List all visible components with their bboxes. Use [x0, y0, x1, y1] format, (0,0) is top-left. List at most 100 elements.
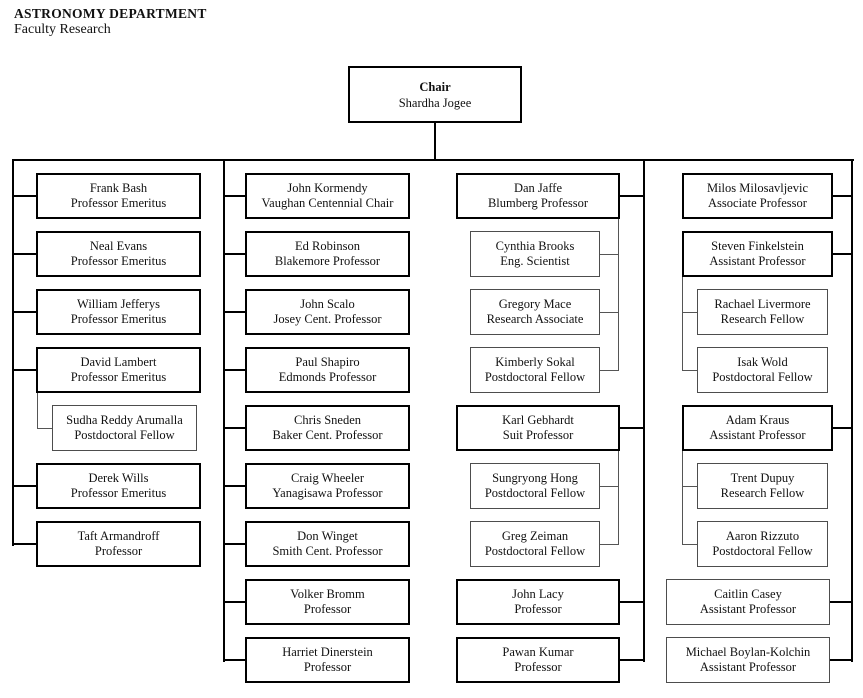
- person-name: John Scalo: [300, 296, 355, 311]
- connector-col4-spine: [851, 159, 853, 662]
- connector-stub: [12, 195, 36, 197]
- connector-stub: [223, 601, 245, 603]
- connector-stub: [223, 195, 245, 197]
- connector-child-stub: [600, 544, 618, 545]
- person-title: Baker Cent. Professor: [272, 428, 383, 442]
- person-title: Professor Emeritus: [70, 370, 167, 384]
- person-title: Postdoctoral Fellow: [712, 544, 813, 558]
- person-name: Aaron Rizzuto: [725, 528, 800, 543]
- person-name: Michael Boylan-Kolchin: [685, 644, 811, 659]
- connector-child-rail-jaffe: [618, 196, 619, 371]
- person-title: Postdoctoral Fellow: [484, 544, 586, 558]
- person-name: William Jefferys: [77, 296, 160, 311]
- org-box-paul-shapiro: Paul Shapiro Edmonds Professor: [245, 347, 410, 393]
- connector-child-rail-lambert: [37, 393, 38, 429]
- connector-child-stub: [600, 312, 618, 313]
- person-title: Professor Emeritus: [70, 486, 167, 500]
- connector-child-rail-gebhardt: [618, 428, 619, 545]
- org-box-frank-bash: Frank Bash Professor Emeritus: [36, 173, 201, 219]
- person-title: Blakemore Professor: [274, 254, 381, 268]
- connector-stub: [12, 369, 36, 371]
- person-title: Professor Emeritus: [70, 312, 167, 326]
- person-title: Chair: [419, 79, 451, 94]
- org-box-chair: Chair Shardha Jogee: [348, 66, 522, 123]
- person-title: Postdoctoral Fellow: [74, 428, 175, 442]
- connector-child-stub: [600, 370, 618, 371]
- connector-stub: [620, 659, 643, 661]
- connector-child-stub: [682, 544, 697, 545]
- org-box-cynthia-brooks: Cynthia Brooks Eng. Scientist: [470, 231, 600, 277]
- connector-stub: [12, 543, 36, 545]
- connector-col2-spine: [223, 159, 225, 662]
- person-name: Frank Bash: [89, 180, 148, 195]
- person-title: Suit Professor: [502, 428, 574, 442]
- org-box-greg-zeiman: Greg Zeiman Postdoctoral Fellow: [470, 521, 600, 567]
- connector-stub: [833, 253, 851, 255]
- person-title: Assistant Professor: [709, 254, 806, 268]
- person-title: Yanagisawa Professor: [272, 486, 383, 500]
- org-box-milos-milosavljevic: Milos Milosavljevic Associate Professor: [682, 173, 833, 219]
- person-name: Greg Zeiman: [501, 528, 569, 543]
- org-box-kimberly-sokal: Kimberly Sokal Postdoctoral Fellow: [470, 347, 600, 393]
- person-name: Isak Wold: [737, 354, 788, 369]
- person-name: Taft Armandroff: [77, 528, 160, 543]
- person-title: Professor: [514, 660, 562, 674]
- person-title: Assistant Professor: [699, 602, 797, 616]
- connector-stub: [833, 195, 851, 197]
- connector-stub: [12, 311, 36, 313]
- connector-child-stub: [600, 254, 618, 255]
- connector-stub: [833, 427, 851, 429]
- org-box-neal-evans: Neal Evans Professor Emeritus: [36, 231, 201, 277]
- person-title: Blumberg Professor: [487, 196, 589, 210]
- org-box-dan-jaffe: Dan Jaffe Blumberg Professor: [456, 173, 620, 219]
- person-name: Adam Kraus: [725, 412, 790, 427]
- person-name: Trent Dupuy: [730, 470, 795, 485]
- person-title: Professor: [94, 544, 143, 558]
- connector-stub: [620, 601, 643, 603]
- person-title: Assistant Professor: [699, 660, 797, 674]
- connector-stub: [12, 485, 36, 487]
- person-title: Professor: [303, 602, 352, 616]
- connector-stub: [223, 253, 245, 255]
- org-box-john-kormendy: John Kormendy Vaughan Centennial Chair: [245, 173, 410, 219]
- org-box-michael-boylan-kolchin: Michael Boylan-Kolchin Assistant Profess…: [666, 637, 830, 683]
- person-title: Edmonds Professor: [278, 370, 377, 384]
- connector-child-stub: [37, 428, 52, 429]
- connector-stub: [620, 427, 643, 429]
- person-title: Professor: [303, 660, 352, 674]
- connector-stub: [223, 485, 245, 487]
- person-title: Vaughan Centennial Chair: [261, 196, 394, 210]
- person-name: David Lambert: [80, 354, 157, 369]
- person-name: John Kormendy: [287, 180, 368, 195]
- connector-stub: [223, 543, 245, 545]
- org-box-don-winget: Don Winget Smith Cent. Professor: [245, 521, 410, 567]
- person-name: Karl Gebhardt: [502, 412, 574, 427]
- person-title: Eng. Scientist: [500, 254, 570, 268]
- person-name: Pawan Kumar: [502, 644, 574, 659]
- connector-stub: [830, 601, 851, 603]
- org-box-sungryong-hong: Sungryong Hong Postdoctoral Fellow: [470, 463, 600, 509]
- person-name: Derek Wills: [88, 470, 149, 485]
- connector-child-stub: [682, 370, 697, 371]
- connector-child-rail-finkelstein: [682, 277, 683, 371]
- connector-stub: [223, 427, 245, 429]
- org-box-karl-gebhardt: Karl Gebhardt Suit Professor: [456, 405, 620, 451]
- person-name: Harriet Dinerstein: [282, 644, 373, 659]
- person-title: Associate Professor: [708, 196, 807, 210]
- person-title: Research Fellow: [720, 486, 805, 500]
- org-box-taft-armandroff: Taft Armandroff Professor: [36, 521, 201, 567]
- org-box-steven-finkelstein: Steven Finkelstein Assistant Professor: [682, 231, 833, 277]
- person-title: Professor Emeritus: [70, 254, 167, 268]
- person-title: Postdoctoral Fellow: [484, 370, 586, 384]
- person-title: Postdoctoral Fellow: [712, 370, 813, 384]
- person-name: Sudha Reddy Arumalla: [66, 412, 183, 427]
- person-title: Research Fellow: [720, 312, 805, 326]
- person-title: Professor: [514, 602, 562, 616]
- person-name: Craig Wheeler: [291, 470, 364, 485]
- org-box-chris-sneden: Chris Sneden Baker Cent. Professor: [245, 405, 410, 451]
- connector-child-stub: [682, 312, 697, 313]
- connector-stub: [830, 659, 851, 661]
- org-box-aaron-rizzuto: Aaron Rizzuto Postdoctoral Fellow: [697, 521, 828, 567]
- org-box-john-lacy: John Lacy Professor: [456, 579, 620, 625]
